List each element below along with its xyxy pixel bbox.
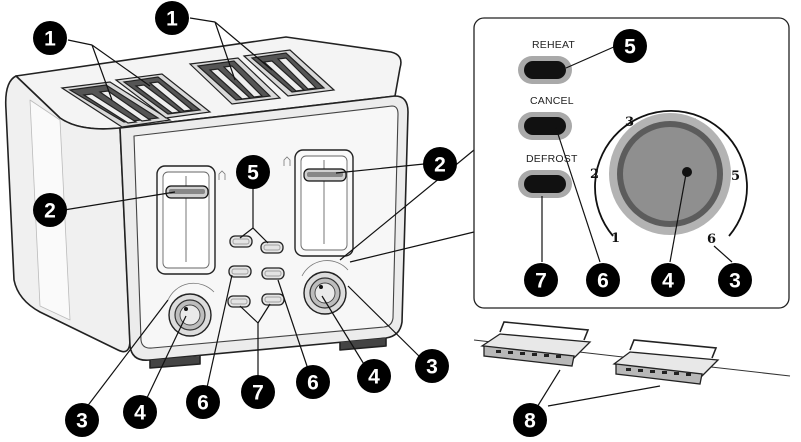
reheat-label: REHEAT	[532, 39, 575, 51]
bread-slots	[60, 49, 336, 128]
callout-detail-5: 5	[613, 29, 647, 63]
left-browning-dial[interactable]	[167, 282, 215, 337]
crumb-tray-right[interactable]	[612, 339, 720, 385]
dial-scale	[594, 109, 748, 237]
slot-2	[114, 73, 212, 119]
leader-lines	[63, 17, 475, 409]
svg-text:6: 6	[197, 392, 209, 415]
callout-4b: 4	[357, 359, 391, 393]
callout-7a: 7	[241, 375, 275, 409]
svg-text:1: 1	[44, 28, 56, 51]
svg-text:2: 2	[434, 154, 446, 177]
callout-3b: 3	[415, 349, 449, 383]
svg-text:4: 4	[662, 270, 674, 293]
dial-number-2: 2	[590, 167, 599, 182]
slot-4	[242, 49, 336, 97]
callout-3a: 3	[65, 403, 99, 437]
svg-text:7: 7	[535, 270, 547, 293]
svg-text:3: 3	[76, 410, 88, 433]
dial-number-5: 5	[731, 169, 740, 184]
svg-text:1: 1	[166, 8, 178, 31]
svg-text:2: 2	[44, 200, 56, 223]
callout-2b: 2	[423, 147, 457, 181]
detail-panel: REHEAT CANCEL DEFROST 1 2 3 4 5 6	[473, 17, 790, 309]
callout-5a: 5	[236, 155, 270, 189]
callout-detail-3: 3	[718, 263, 752, 297]
callout-4a: 4	[123, 395, 157, 429]
svg-text:6: 6	[597, 270, 609, 293]
slot-1	[60, 81, 172, 128]
callout-6b: 6	[296, 365, 330, 399]
carriage-levers[interactable]	[165, 156, 347, 199]
callout-1b: 1	[155, 1, 189, 35]
callout-6a: 6	[186, 385, 220, 419]
slot-3	[188, 57, 282, 105]
callout-1a: 1	[33, 21, 67, 55]
crumb-trays[interactable]	[473, 321, 791, 413]
callout-2a: 2	[33, 193, 67, 227]
svg-text:4: 4	[134, 402, 146, 425]
callout-detail-7: 7	[524, 263, 558, 297]
callout-detail-4: 4	[651, 263, 685, 297]
dial-number-3: 3	[625, 115, 634, 130]
browning-dial-detail[interactable]	[609, 113, 731, 235]
svg-text:5: 5	[624, 36, 636, 59]
right-browning-dial[interactable]	[301, 260, 349, 315]
detail-leader-lines	[541, 45, 733, 263]
front-buttons[interactable]	[227, 235, 285, 308]
callouts: 1 1 2 2 5 3 4 6 7 6 4 3 5 7 6 4 3 8	[33, 1, 752, 437]
dial-number-6: 6	[707, 232, 716, 247]
svg-text:5: 5	[247, 162, 259, 185]
svg-text:3: 3	[729, 270, 741, 293]
dial-number-1: 1	[611, 231, 620, 246]
svg-text:4: 4	[368, 366, 380, 389]
svg-text:7: 7	[252, 382, 264, 405]
defrost-label: DEFROST	[526, 153, 578, 165]
crumb-tray-left[interactable]	[480, 321, 592, 367]
cancel-label: CANCEL	[530, 95, 574, 107]
callout-detail-6: 6	[586, 263, 620, 297]
svg-text:3: 3	[426, 356, 438, 379]
dial-indicator-dot	[682, 167, 692, 177]
front-dials[interactable]	[167, 260, 349, 337]
svg-text:8: 8	[524, 410, 536, 433]
svg-text:6: 6	[307, 372, 319, 395]
callout-8: 8	[513, 403, 547, 437]
